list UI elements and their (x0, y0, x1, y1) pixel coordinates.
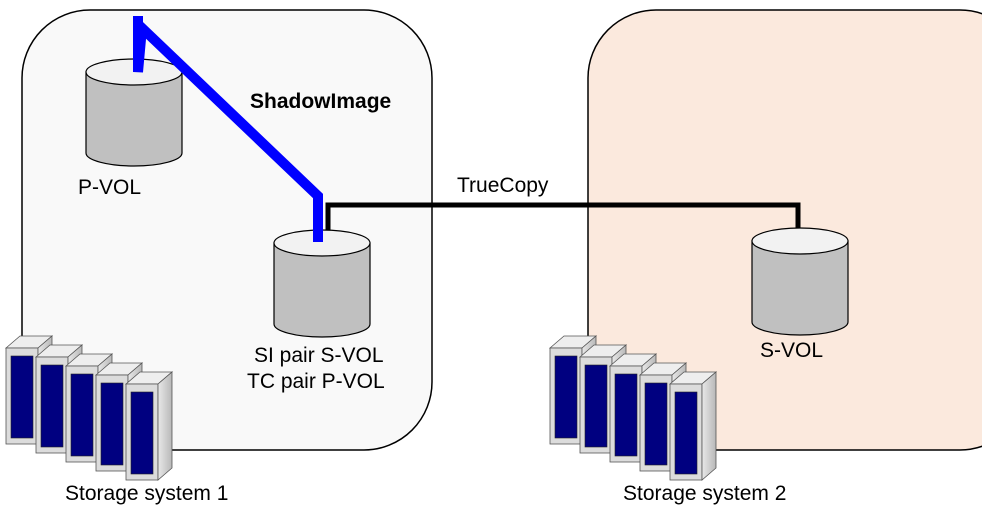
storage-system-1-label: Storage system 1 (65, 482, 228, 505)
shadowimage-label: ShadowImage (250, 90, 391, 113)
pvol-disk-icon (85, 58, 183, 167)
storage-rack-2-icon (548, 335, 718, 481)
truecopy-label: TrueCopy (457, 174, 549, 197)
truecopy-link (325, 202, 801, 242)
svol-disk-icon (751, 227, 849, 336)
si-svol-label: SI pair S-VOL (254, 344, 384, 367)
rack-unit (124, 371, 174, 481)
tc-pvol-label: TC pair P-VOL (247, 370, 385, 393)
rack-unit (668, 371, 718, 481)
storage-system-2-label: Storage system 2 (623, 482, 786, 505)
storage-rack-1-icon (4, 335, 174, 481)
svol-label: S-VOL (760, 339, 823, 362)
pvol-label: P-VOL (78, 176, 141, 199)
shadowimage-link (133, 16, 323, 242)
si-svol-disk-icon (273, 229, 371, 338)
